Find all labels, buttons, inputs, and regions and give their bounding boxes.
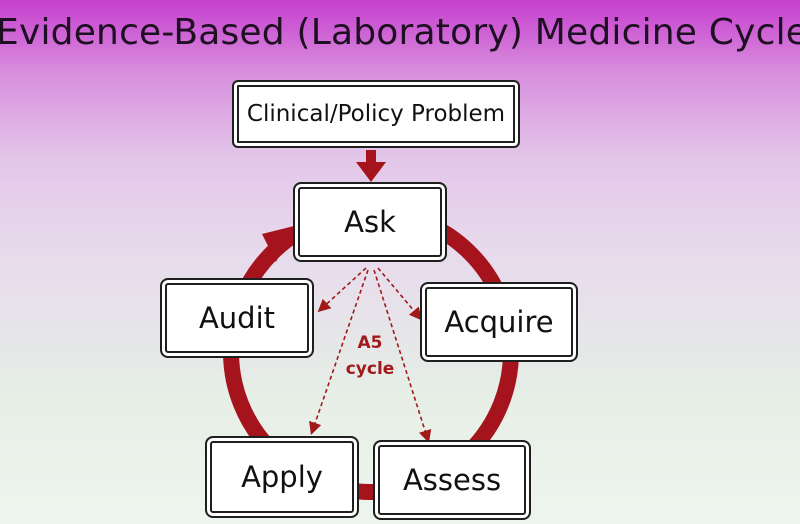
cycle-label: cycle: [345, 359, 395, 379]
clinical-problem-label: Clinical/Policy Problem: [246, 101, 506, 127]
down-arrow-head: [356, 162, 386, 182]
slide-title: Evidence-Based (Laboratory) Medicine Cyc…: [0, 12, 800, 53]
clinical-problem-box: Clinical/Policy Problem: [232, 80, 520, 148]
assess-box: Assess: [373, 440, 531, 520]
audit-box: Audit: [160, 278, 314, 358]
dashed-arrow-assess: [373, 269, 432, 444]
dashed-arrow-apply: [309, 269, 369, 436]
dashed-arrow-audit: [317, 267, 367, 313]
assess-label: Assess: [402, 463, 502, 497]
apply-label: Apply: [241, 460, 323, 494]
ask-box: Ask: [293, 182, 447, 262]
a5-label: A5: [357, 333, 383, 353]
dashed-arrow-acquire: [377, 267, 423, 321]
ask-label: Ask: [344, 205, 396, 239]
cycle-arrowhead: [262, 226, 294, 262]
a5-cycle-label: A5 cycle: [320, 330, 420, 382]
down-arrow-shaft: [366, 150, 376, 164]
acquire-box: Acquire: [420, 282, 578, 362]
acquire-label: Acquire: [444, 305, 554, 339]
apply-box: Apply: [205, 436, 359, 518]
audit-label: Audit: [198, 301, 276, 335]
